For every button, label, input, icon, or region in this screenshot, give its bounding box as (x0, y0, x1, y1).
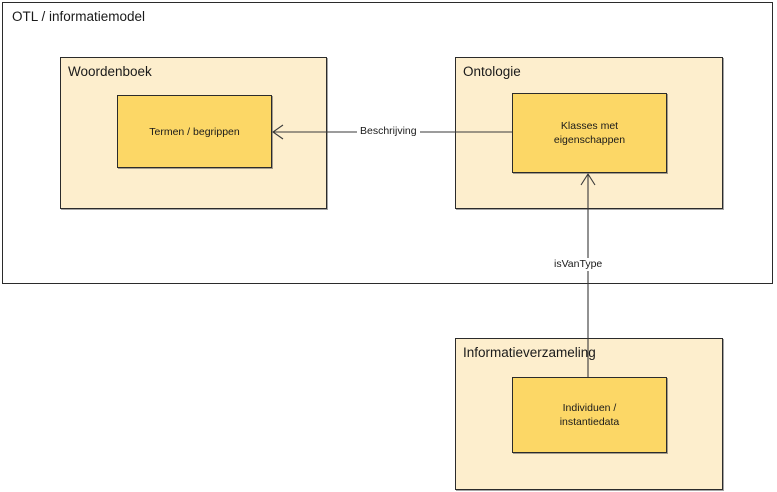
node-klasses-met-eigenschappen[interactable]: Klasses met eigenschappen (512, 93, 667, 173)
node-label-individuen-instantiedata: Individuen / instantiedata (559, 402, 620, 428)
node-termen-begrippen[interactable]: Termen / begrippen (117, 95, 272, 168)
container-title-otl: OTL / informatiemodel (12, 9, 146, 24)
node-label-klasses-met-eigenschappen: Klasses met eigenschappen (553, 120, 626, 146)
group-title-informatieverzameling: Informatieverzameling (463, 345, 596, 360)
connector-label-beschrijving: Beschrijving (357, 125, 420, 138)
connector-label-isvantype: isVanType (551, 258, 606, 271)
node-individuen-instantiedata[interactable]: Individuen / instantiedata (512, 377, 667, 453)
group-title-woordenboek: Woordenboek (68, 64, 152, 79)
node-label-termen-begrippen: Termen / begrippen (149, 125, 240, 138)
group-title-ontologie: Ontologie (463, 64, 521, 79)
